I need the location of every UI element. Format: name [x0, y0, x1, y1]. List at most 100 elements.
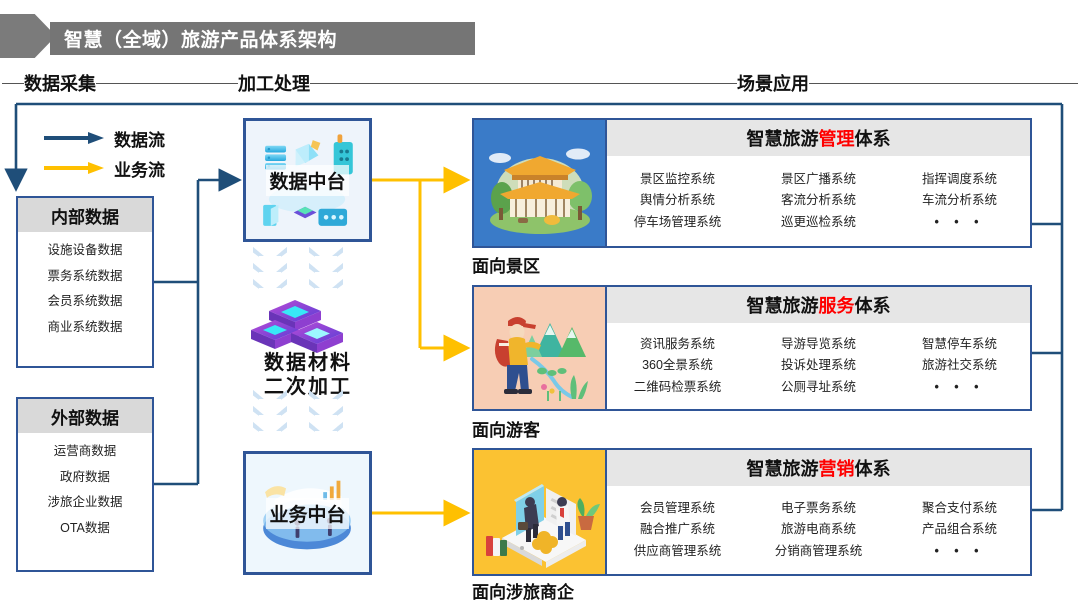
section-label-collect: 数据采集 — [24, 74, 96, 94]
panel-item[interactable]: 景区广播系统 — [780, 171, 856, 186]
panel-item[interactable]: 停车场管理系统 — [633, 214, 722, 229]
panel-body: 智慧旅游服务体系 资讯服务系统 导游导览系统 智慧停车系统 360全景系统 投诉… — [605, 287, 1030, 409]
panel-title-suffix: 体系 — [854, 296, 891, 316]
list-item: 设施设备数据 — [47, 243, 123, 257]
panel-items-marketing: 会员管理系统 电子票务系统 聚合支付系统 融合推广系统 旅游电商系统 产品组合系… — [607, 486, 1030, 574]
panel-item[interactable]: 二维码检票系统 — [633, 379, 722, 394]
platform-business-center[interactable]: 业务中台 — [243, 451, 372, 575]
hiker-mountains-illustration — [474, 287, 605, 409]
rule-left — [468, 82, 737, 84]
panel-item-ellipsis: • • • — [934, 379, 985, 394]
list-item: 会员系统数据 — [47, 294, 123, 308]
panel-caption-marketing: 面向涉旅商企 — [472, 583, 574, 602]
panel-items-service: 资讯服务系统 导游导览系统 智慧停车系统 360全景系统 投诉处理系统 旅游社交… — [607, 323, 1030, 409]
panel-title-marketing: 智慧旅游营销体系 — [607, 450, 1030, 486]
panel-item[interactable]: 融合推广系统 — [639, 522, 715, 537]
chevron-down-icon — [309, 247, 349, 295]
chevron-down-icon — [309, 390, 349, 438]
panel-item[interactable]: 供应商管理系统 — [633, 543, 722, 558]
middle-caption-line1: 数据材料 — [264, 352, 352, 374]
panel-title-suffix: 体系 — [854, 129, 891, 149]
section-header-scene: 场景应用 — [468, 70, 1078, 96]
panel-title-accent: 服务 — [818, 296, 855, 316]
flow-chevrons-bottom — [247, 390, 367, 448]
source-items-internal: 设施设备数据 票务系统数据 会员系统数据 商业系统数据 — [18, 232, 152, 340]
scene-panel-service[interactable]: 智慧旅游服务体系 资讯服务系统 导游导览系统 智慧停车系统 360全景系统 投诉… — [472, 285, 1032, 411]
legend-item-business-flow: 业务流 — [44, 153, 165, 183]
platform-data-center[interactable]: 数据中台 — [243, 118, 372, 242]
panel-body: 智慧旅游管理体系 景区监控系统 景区广播系统 指挥调度系统 舆情分析系统 客流分… — [605, 120, 1030, 246]
diagram-title-bar: 智慧（全域）旅游产品体系架构 — [50, 22, 475, 55]
panel-item[interactable]: 旅游电商系统 — [780, 522, 856, 537]
panel-title-accent: 营销 — [818, 459, 855, 479]
list-item: 票务系统数据 — [47, 268, 123, 283]
data-cubes-icon — [251, 300, 343, 353]
rule-right — [310, 82, 468, 84]
panel-item[interactable]: 导游导览系统 — [780, 336, 856, 351]
list-item: OTA数据 — [60, 520, 110, 535]
list-item: 运营商数据 — [53, 444, 117, 458]
panel-item[interactable]: 指挥调度系统 — [921, 171, 997, 186]
panel-item[interactable]: 聚合支付系统 — [921, 500, 997, 515]
panel-items-management: 景区监控系统 景区广播系统 指挥调度系统 舆情分析系统 客流分析系统 车流分析系… — [607, 156, 1030, 246]
rule-right — [96, 82, 238, 84]
panel-title-suffix: 体系 — [854, 459, 891, 479]
legend-item-data-flow: 数据流 — [44, 123, 165, 153]
list-item: 商业系统数据 — [47, 319, 123, 334]
panel-item[interactable]: 360全景系统 — [642, 358, 713, 373]
scene-panel-management[interactable]: 智慧旅游管理体系 景区监控系统 景区广播系统 指挥调度系统 舆情分析系统 客流分… — [472, 118, 1032, 248]
chevron-down-icon — [253, 247, 293, 295]
panel-item[interactable]: 舆情分析系统 — [639, 193, 715, 208]
platform-label-data: 数据中台 — [266, 164, 349, 196]
source-title-external: 外部数据 — [18, 399, 152, 433]
section-header-collect: 数据采集 — [2, 70, 238, 96]
source-box-internal[interactable]: 内部数据 设施设备数据 票务系统数据 会员系统数据 商业系统数据 — [16, 196, 154, 368]
panel-item-ellipsis: • • • — [934, 543, 985, 558]
legend: 数据流 业务流 — [44, 123, 165, 183]
legend-label-business-flow: 业务流 — [114, 160, 165, 180]
panel-item[interactable]: 巡更巡检系统 — [780, 214, 856, 229]
panel-item[interactable]: 投诉处理系统 — [780, 358, 856, 373]
panel-title-service: 智慧旅游服务体系 — [607, 287, 1030, 323]
business-people-isometric-illustration — [474, 450, 605, 574]
panel-item[interactable]: 车流分析系统 — [921, 193, 997, 208]
rule-left — [2, 82, 24, 84]
panel-item[interactable]: 客流分析系统 — [780, 193, 856, 208]
page-title: 智慧（全域）旅游产品体系架构 — [64, 30, 338, 51]
source-box-external[interactable]: 外部数据 运营商数据 政府数据 涉旅企业数据 OTA数据 — [16, 397, 154, 572]
section-label-process: 加工处理 — [238, 74, 310, 94]
platform-label-business: 业务中台 — [266, 497, 349, 529]
arrow-right-icon — [44, 132, 104, 144]
panel-item[interactable]: 资讯服务系统 — [639, 336, 715, 351]
scene-panel-marketing[interactable]: 智慧旅游营销体系 会员管理系统 电子票务系统 聚合支付系统 融合推广系统 旅游电… — [472, 448, 1032, 576]
section-label-scene: 场景应用 — [737, 74, 809, 94]
panel-body: 智慧旅游营销体系 会员管理系统 电子票务系统 聚合支付系统 融合推广系统 旅游电… — [605, 450, 1030, 574]
list-item: 政府数据 — [59, 469, 110, 484]
flow-chevrons-top — [247, 247, 367, 307]
panel-item-ellipsis: • • • — [934, 214, 985, 229]
panel-item[interactable]: 景区监控系统 — [639, 171, 715, 186]
panel-item[interactable]: 公厕寻址系统 — [780, 379, 856, 394]
panel-title-accent: 管理 — [818, 129, 855, 149]
chevron-down-icon — [253, 390, 293, 438]
panel-item[interactable]: 分销商管理系统 — [774, 543, 863, 558]
source-items-external: 运营商数据 政府数据 涉旅企业数据 OTA数据 — [18, 433, 152, 541]
panel-title-prefix: 智慧旅游 — [746, 459, 819, 479]
panel-item[interactable]: 智慧停车系统 — [921, 336, 997, 351]
panel-title-management: 智慧旅游管理体系 — [607, 120, 1030, 156]
arrow-right-icon — [44, 162, 104, 174]
panel-item[interactable]: 旅游社交系统 — [921, 358, 997, 373]
section-header-process: 加工处理 — [238, 70, 468, 96]
panel-title-prefix: 智慧旅游 — [746, 129, 819, 149]
panel-item[interactable]: 产品组合系统 — [921, 522, 997, 537]
list-item: 涉旅企业数据 — [47, 495, 123, 509]
panel-caption-service: 面向游客 — [472, 421, 540, 440]
legend-label-data-flow: 数据流 — [114, 130, 165, 150]
panel-title-prefix: 智慧旅游 — [746, 296, 819, 316]
panel-caption-management: 面向景区 — [472, 257, 540, 276]
source-title-internal: 内部数据 — [18, 198, 152, 232]
panel-item[interactable]: 电子票务系统 — [780, 500, 856, 515]
panel-item[interactable]: 会员管理系统 — [639, 500, 715, 515]
